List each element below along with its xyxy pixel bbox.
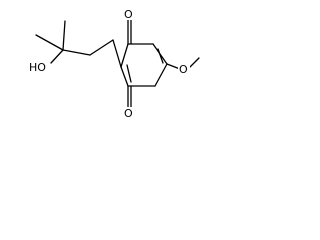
- ring-bond-c6-c1: [120, 66, 129, 87]
- ho-label-mask: [27, 62, 49, 75]
- bond-ch2-to-ch2: [89, 39, 114, 56]
- bond-quat-c-to-oh: [50, 49, 64, 64]
- bond-ring-to-methoxy-o: [166, 63, 181, 70]
- ring-double-bond-left: [126, 64, 132, 83]
- bond-quat-c-to-ch2: [62, 49, 91, 56]
- top-oxygen-label: O: [124, 8, 133, 21]
- bond-ch2-to-ring: [112, 39, 122, 68]
- ring-bond-c1-c2: [120, 43, 129, 68]
- ring-double-bond-right: [157, 48, 164, 64]
- bond-quat-c-to-methyl-2: [62, 20, 66, 51]
- top-oxygen-mask: [122, 8, 136, 20]
- hydroxyl-label: HO: [29, 61, 46, 74]
- bond-quat-c-to-methyl: [35, 34, 64, 51]
- bottom-oxygen-mask: [122, 107, 136, 120]
- methoxy-oxygen-mask: [178, 63, 190, 76]
- bottom-oxygen-label: O: [124, 107, 133, 120]
- methoxy-oxygen-label: O: [179, 63, 188, 76]
- ring-bond-c4-c5: [154, 63, 168, 87]
- chemical-structure: HO O O O: [27, 8, 200, 120]
